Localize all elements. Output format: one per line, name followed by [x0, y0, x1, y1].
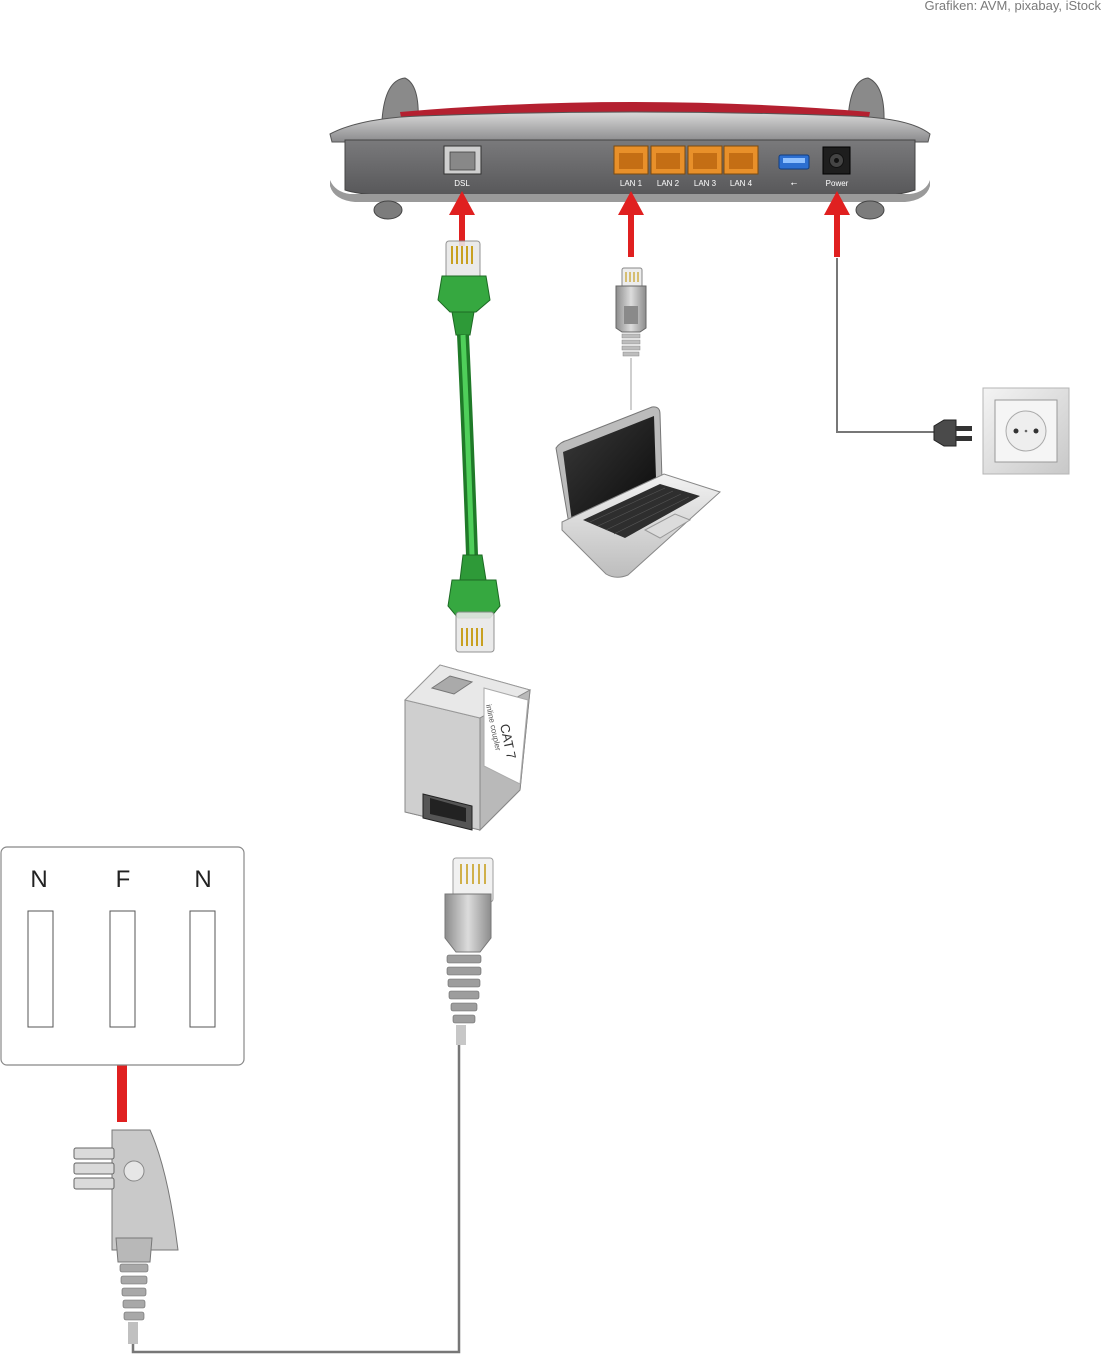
dsl-port: DSL [443, 145, 482, 188]
green-dsl-cable [437, 240, 501, 653]
cat7-coupler: CAT 7 inline coupler [404, 664, 532, 832]
power-port-label: Power [826, 179, 849, 188]
laptop [555, 406, 721, 578]
lan2-port-label: LAN 2 [657, 179, 680, 188]
lan1-port-label: LAN 1 [620, 179, 643, 188]
lan-cable-plug [615, 267, 647, 410]
router-lid [329, 111, 931, 143]
router-foot-right [855, 200, 885, 220]
power-port: Power [822, 146, 851, 188]
grey-rj45-plug [444, 857, 494, 1045]
coupler-label: CAT 7 [497, 723, 519, 761]
tae-slot-n-right [189, 910, 216, 1028]
router-foot-left [373, 200, 403, 220]
tae-slot-f [109, 910, 136, 1028]
power-cable [836, 258, 936, 433]
router-bottom-lip [330, 180, 930, 202]
tae-label-f: F [116, 866, 131, 893]
power-arrow [824, 191, 850, 257]
router-fin-left [381, 77, 419, 123]
lan-port-group: LAN 1 LAN 2 LAN 3 LAN 4 [613, 145, 759, 188]
tae-plug [73, 1129, 179, 1344]
power-plug [933, 419, 972, 447]
lan-port-1: LAN 1 [613, 145, 649, 188]
laptop-keyboard [583, 484, 700, 538]
dsl-port-label: DSL [454, 179, 470, 188]
laptop-screen [563, 416, 656, 522]
lan-port-3: LAN 3 [687, 145, 723, 188]
wall-power-socket [982, 387, 1070, 475]
green-cable-top-plug [437, 240, 491, 336]
usb-icon: ⭠ [791, 179, 798, 188]
lan-arrow [618, 191, 644, 257]
lan-port-2: LAN 2 [650, 145, 686, 188]
dsl-arrow [449, 191, 475, 246]
lan4-port-label: LAN 4 [730, 179, 753, 188]
router: DSL LAN 1 LAN 2 LAN 3 LAN 4 [329, 77, 931, 220]
usb-port: ⭠ [778, 154, 810, 188]
tae-label-n-right: N [194, 866, 211, 893]
laptop-trackpad [643, 513, 692, 539]
green-cable-bottom-plug [447, 554, 501, 653]
tae-wall-socket: N F N [0, 846, 245, 1066]
lan-port-4: LAN 4 [723, 145, 759, 188]
grey-telephone-cable [131, 1045, 461, 1354]
tae-label-n-left: N [30, 866, 47, 893]
lan3-port-label: LAN 3 [694, 179, 717, 188]
tae-slot-n-left [27, 910, 54, 1028]
image-credit: Grafiken: AVM, pixabay, iStock [924, 0, 1101, 13]
